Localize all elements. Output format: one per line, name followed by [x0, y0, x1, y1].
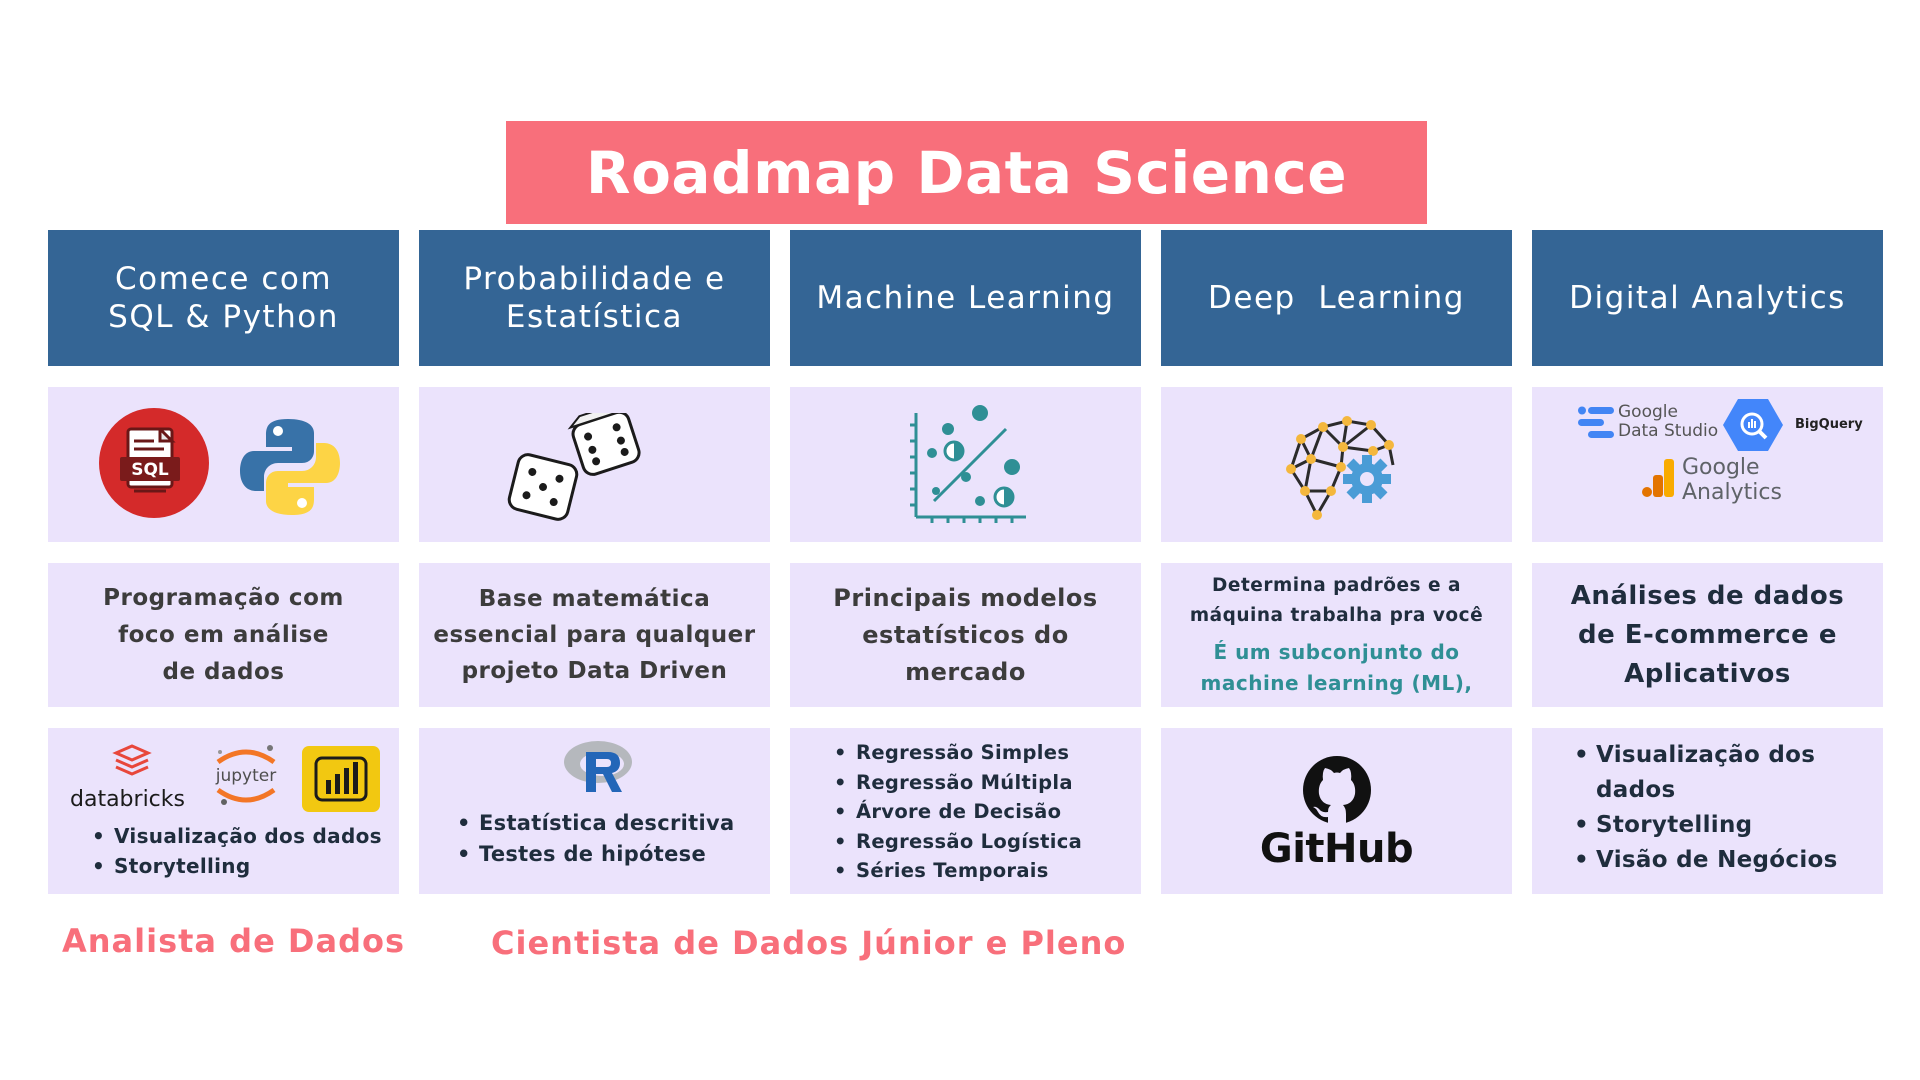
data-studio-logo-top: Google [1618, 402, 1678, 422]
column-description: Base matemática essencial para qualquer … [433, 586, 756, 684]
github-logo-icon [1303, 756, 1371, 824]
data-studio-logo-bottom: Data Studio [1618, 421, 1719, 441]
tools-panel: databricks jupyter Visualização dos dado… [48, 728, 399, 894]
icon-panel [419, 387, 770, 542]
tools-list: Regressão Simples Regressão Múltipla Árv… [834, 738, 1082, 886]
r-language-icon [564, 741, 632, 792]
list-item: Séries Temporais [834, 856, 1082, 886]
neural-brain-gear-icon [1286, 416, 1395, 520]
bigquery-logo: BigQuery [1795, 417, 1863, 432]
icon-panel: Google Data Studio BigQuery Google Analy… [1532, 387, 1883, 542]
databricks-logo-icon: databricks [70, 744, 185, 812]
list-item: Árvore de Decisão [834, 797, 1082, 827]
google-analytics-icon [1642, 459, 1674, 497]
github-wordmark: GitHub [1259, 826, 1414, 872]
list-item: Storytelling [1574, 808, 1864, 843]
list-item: Testes de hipótese [457, 839, 734, 870]
column-description: Determina padrões e a máquina trabalha p… [1189, 575, 1484, 626]
tools-list: Estatística descritiva Testes de hipótes… [457, 808, 734, 870]
list-item: Visão de Negócios [1574, 843, 1864, 878]
google-data-studio-icon [1578, 406, 1614, 438]
column-description: Análises de dados de E-commerce e Aplica… [1570, 580, 1845, 689]
tools-panel: GitHub [1161, 728, 1512, 894]
column-header: Probabilidade e Estatística [419, 230, 770, 366]
column-header: Comece com SQL & Python [48, 230, 399, 366]
sql-file-icon: SQL [99, 408, 209, 518]
svg-text:databricks: databricks [70, 787, 185, 812]
description-panel: Determina padrões e a máquina trabalha p… [1161, 563, 1512, 707]
list-item: Visualização dos dados [1574, 738, 1864, 808]
tools-panel: Regressão Simples Regressão Múltipla Árv… [790, 728, 1141, 894]
column-header: Digital Analytics [1532, 230, 1883, 366]
footer-label-scientist: Cientista de Dados Júnior e Pleno [491, 924, 1127, 962]
tools-panel: Visualização dos dados Storytelling Visã… [1532, 728, 1883, 894]
tools-panel: Estatística descritiva Testes de hipótes… [419, 728, 770, 894]
description-panel: Principais modelos estatísticos do merca… [790, 563, 1141, 707]
icon-panel [790, 387, 1141, 542]
column-description: Principais modelos estatísticos do merca… [833, 583, 1098, 686]
bigquery-icon [1723, 399, 1783, 451]
column-header: Machine Learning [790, 230, 1141, 366]
power-bi-icon [302, 746, 380, 812]
scatter-plot-icon [910, 405, 1026, 523]
svg-text:jupyter: jupyter [215, 766, 276, 786]
dice-icon [507, 413, 641, 521]
column-header: Deep Learning [1161, 230, 1512, 366]
list-item: Visualização dos dados [92, 821, 382, 851]
icon-panel [1161, 387, 1512, 542]
list-item: Storytelling [92, 851, 382, 881]
icon-panel: SQL [48, 387, 399, 542]
column-description-highlight: É um subconjunto do machine learning (ML… [1200, 640, 1473, 695]
svg-text:SQL: SQL [131, 460, 169, 480]
tools-list: Visualização dos dados Storytelling Visã… [1574, 738, 1864, 878]
list-item: Estatística descritiva [457, 808, 734, 839]
description-panel: Base matemática essencial para qualquer … [419, 563, 770, 707]
analytics-logo-bottom: Analytics [1682, 480, 1782, 505]
list-item: Regressão Logística [834, 827, 1082, 857]
page-title: Roadmap Data Science [506, 121, 1427, 224]
list-item: Regressão Múltipla [834, 768, 1082, 798]
python-logo-icon [240, 419, 340, 515]
tools-list: Visualização dos dados Storytelling [92, 821, 382, 881]
jupyter-logo-icon: jupyter [215, 745, 276, 805]
description-panel: Programação com foco em análise de dados [48, 563, 399, 707]
footer-label-analyst: Analista de Dados [62, 922, 405, 960]
description-panel: Análises de dados de E-commerce e Aplica… [1532, 563, 1883, 707]
list-item: Regressão Simples [834, 738, 1082, 768]
column-description: Programação com foco em análise de dados [103, 584, 344, 685]
analytics-logo-top: Google [1682, 455, 1760, 480]
